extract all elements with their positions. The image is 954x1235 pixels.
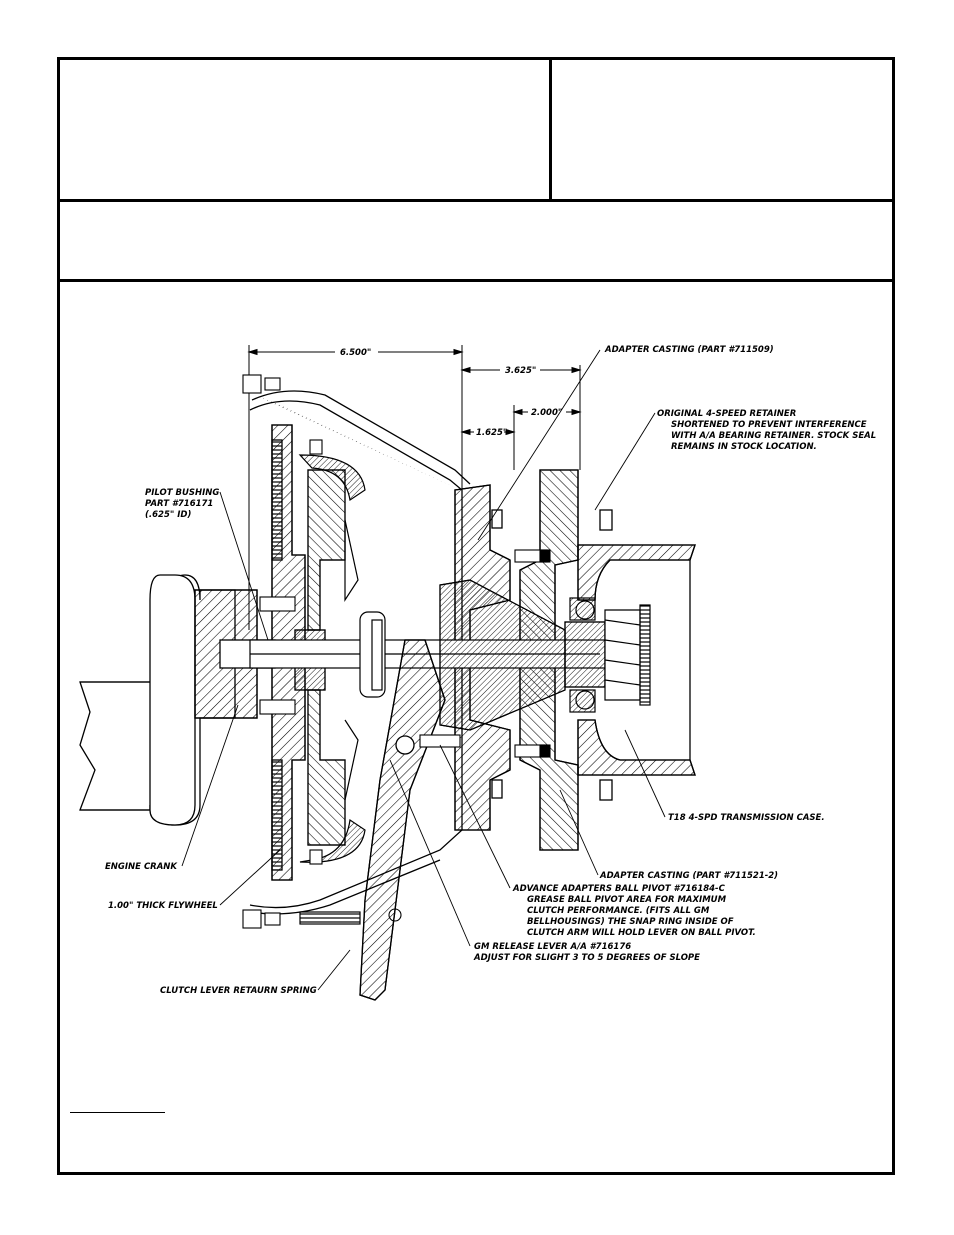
engine-crank xyxy=(79,574,276,826)
dim-3625: 3.625" xyxy=(505,366,536,376)
label-retainer-2: SHORTENED TO PREVENT INTERFERENCE xyxy=(671,420,867,430)
note-underline xyxy=(70,1112,165,1113)
dimension-lines xyxy=(247,345,582,630)
label-retainer-4: REMAINS IN STOCK LOCATION. xyxy=(671,442,817,452)
label-pilot-bushing-2: PART #716171 xyxy=(145,499,213,509)
return-spring xyxy=(299,908,402,925)
header-divider-vertical xyxy=(549,57,552,201)
release-lever xyxy=(359,639,446,1001)
label-release-lever-2: ADJUST FOR SLIGHT 3 TO 5 DEGREES OF SLOP… xyxy=(473,953,700,963)
label-retainer-3: WITH A/A BEARING RETAINER. STOCK SEAL xyxy=(671,431,876,441)
subheader-divider xyxy=(57,279,895,282)
throwout-bearing xyxy=(359,579,566,731)
label-adapter-casting-top: ADAPTER CASTING (PART #711509) xyxy=(604,345,774,355)
label-flywheel: 1.00" THICK FLYWHEEL xyxy=(108,901,218,911)
label-ball-pivot-1: ADVANCE ADAPTERS BALL PIVOT #716184-C xyxy=(512,884,726,894)
title-block-frame xyxy=(57,57,895,1175)
label-ball-pivot-4: BELLHOUSINGS) THE SNAP RING INSIDE OF xyxy=(527,917,734,927)
dim-6500: 6.500" xyxy=(340,348,371,358)
label-release-lever-1: GM RELEASE LEVER A/A #716176 xyxy=(474,942,631,952)
bolts xyxy=(242,374,551,929)
label-return-spring: CLUTCH LEVER RETAURN SPRING xyxy=(160,986,317,996)
dim-1625: 1.625" xyxy=(476,428,507,438)
label-pilot-bushing-1: PILOT BUSHING xyxy=(145,488,219,498)
label-pilot-bushing-3: (.625" ID) xyxy=(145,510,191,520)
clutch-disc xyxy=(294,454,366,863)
label-ball-pivot-2: GREASE BALL PIVOT AREA FOR MAXIMUM xyxy=(527,895,727,905)
leader-lines xyxy=(181,349,666,991)
label-ball-pivot-5: CLUTCH ARM WILL HOLD LEVER ON BALL PIVOT… xyxy=(527,928,756,938)
label-adapter-casting-bottom: ADAPTER CASTING (PART #711521-2) xyxy=(599,871,778,881)
dim-2000: 2.000" xyxy=(531,408,562,418)
diagram-labels: 6.500" 3.625" 2.000" 1.625" ADAPTER CAST… xyxy=(105,345,876,996)
label-retainer-1: ORIGINAL 4-SPEED RETAINER xyxy=(657,409,796,419)
label-transmission-case: T18 4-SPD TRANSMISSION CASE. xyxy=(668,813,825,823)
label-ball-pivot-3: CLUTCH PERFORMANCE. (FITS ALL GM xyxy=(527,906,710,916)
header-divider-horizontal xyxy=(57,199,895,202)
label-engine-crank: ENGINE CRANK xyxy=(105,862,178,872)
